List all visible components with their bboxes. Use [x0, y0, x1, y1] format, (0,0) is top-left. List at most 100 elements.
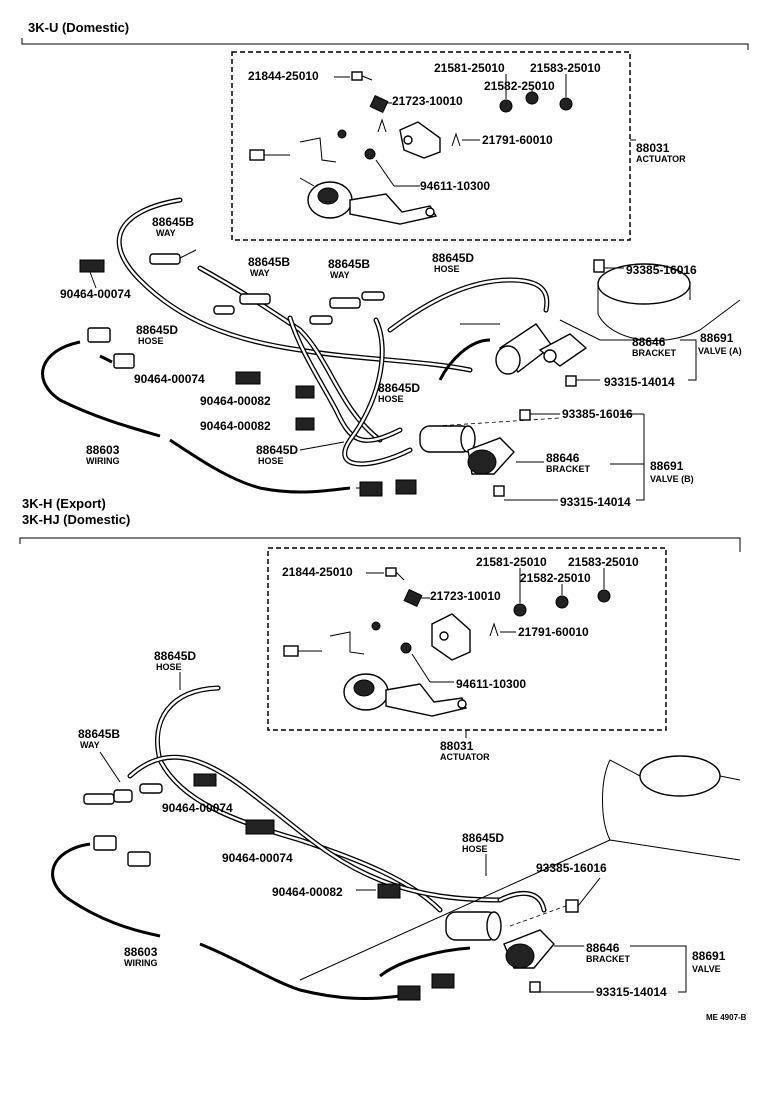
- actuator-number-bottom: 88031: [440, 739, 474, 753]
- part-21583-25010: 21583-25010: [530, 61, 601, 75]
- valve-name-a-top: VALVE (A): [698, 346, 742, 356]
- way-name-bottom: WAY: [80, 740, 100, 750]
- valve-a-icon: [438, 323, 588, 381]
- wiring-harness-bottom: [51, 835, 471, 1001]
- clip-2-top: 90464-00074: [134, 372, 205, 386]
- section-header-3k-h: 3K-H (Export): [22, 496, 106, 511]
- bracket-name-bottom: BRACKET: [586, 954, 631, 964]
- hose-number-3-top: 88645D: [378, 381, 420, 395]
- part-93385-16016-b: 93385-16016: [562, 407, 633, 421]
- bracket-number-a-top: 88646: [632, 335, 666, 349]
- clip-3-top: 90464-00082: [200, 394, 271, 408]
- part-93385-16016-bottom: 93385-16016: [536, 861, 607, 875]
- clip-icon: [377, 118, 461, 147]
- part-93315-14014-b: 93315-14014: [560, 495, 631, 509]
- clip-2-bottom: 90464-00074: [222, 851, 293, 865]
- part-94611-10300-b: 94611-10300: [456, 677, 526, 691]
- screw-icon: [529, 899, 579, 993]
- way-connector-icon: [83, 783, 163, 805]
- hose-lines-top: [116, 197, 550, 467]
- bracket-name-b-top: BRACKET: [546, 464, 591, 474]
- bracket-name-a-top: BRACKET: [632, 348, 677, 358]
- valve-b-icon: [419, 425, 515, 475]
- valve-number-a-top: 88691: [700, 331, 734, 345]
- part-21844-25010: 21844-25010: [248, 69, 319, 83]
- valve-number-bottom: 88691: [692, 949, 726, 963]
- clip-1-bottom: 90464-00074: [162, 801, 233, 815]
- part-21723-10010-b: 21723-10010: [430, 589, 501, 603]
- bolt-icon: [385, 567, 405, 581]
- hose-name-1-bottom: HOSE: [156, 662, 182, 672]
- hose-name-4-top: HOSE: [258, 456, 284, 466]
- section-bracket-top: [21, 38, 749, 50]
- link-bracket-icon: [399, 121, 441, 159]
- actuator-diaphragm-icon: [299, 177, 438, 225]
- way-number-2-top: 88645B: [248, 255, 290, 269]
- actuator-box-top: [231, 51, 631, 241]
- part-21791-60010: 21791-60010: [482, 133, 553, 147]
- connector-plug-icon: [87, 327, 417, 497]
- clip-4-top: 90464-00082: [200, 419, 271, 433]
- figure-code: ME 4907-B: [706, 1013, 747, 1022]
- part-21581-25010-b: 21581-25010: [476, 555, 547, 569]
- way-number-bottom: 88645B: [78, 727, 120, 741]
- part-21844-25010-b: 21844-25010: [282, 565, 353, 579]
- actuator-diaphragm-icon: [343, 673, 467, 717]
- nut-icon: [513, 589, 611, 617]
- spring-icon: [369, 94, 389, 114]
- wiring-name-top: WIRING: [86, 456, 120, 466]
- way-name-2-top: WAY: [250, 268, 270, 278]
- section-header-3k-hj: 3K-HJ (Domestic): [22, 512, 130, 527]
- screw-pin-icon: [283, 621, 499, 657]
- screw-icon: [493, 259, 605, 497]
- hose-name-3-top: HOSE: [378, 394, 404, 404]
- way-number-3-top: 88645B: [328, 257, 370, 271]
- bracket-number-b-top: 88646: [546, 451, 580, 465]
- hose-number-2-top: 88645D: [136, 323, 178, 337]
- wiring-number-bottom: 88603: [124, 945, 158, 959]
- carburetor-icon: [602, 755, 741, 861]
- hose-lines-bottom: [127, 685, 547, 913]
- link-bracket-icon: [431, 613, 471, 661]
- section-bracket-bottom: [19, 537, 741, 552]
- part-93315-14014-a: 93315-14014: [604, 375, 675, 389]
- part-21581-25010: 21581-25010: [434, 61, 505, 75]
- hose-number-1-bottom: 88645D: [154, 649, 196, 663]
- hose-name-2-bottom: HOSE: [462, 844, 488, 854]
- part-94611-10300: 94611-10300: [420, 179, 490, 193]
- part-21582-25010: 21582-25010: [484, 79, 555, 93]
- way-connector-icon: [149, 249, 385, 325]
- part-21791-60010-b: 21791-60010: [518, 625, 589, 639]
- bolt-icon: [351, 71, 373, 81]
- screw-pin-icon: [249, 129, 376, 163]
- hose-number-1-top: 88645D: [432, 251, 474, 265]
- valve-name-b-top: VALVE (B): [650, 474, 694, 484]
- valve-icon: [445, 911, 555, 969]
- valve-name-bottom: VALVE: [692, 964, 721, 974]
- hose-number-4-top: 88645D: [256, 443, 298, 457]
- part-93315-14014-bottom: 93315-14014: [596, 985, 667, 999]
- part-21723-10010: 21723-10010: [392, 94, 463, 108]
- part-21583-25010-b: 21583-25010: [568, 555, 639, 569]
- part-21582-25010-b: 21582-25010: [520, 571, 591, 585]
- nut-icon: [499, 91, 573, 113]
- actuator-box-bottom: [267, 547, 667, 731]
- hose-number-2-bottom: 88645D: [462, 831, 504, 845]
- clip-icon: [79, 259, 315, 431]
- bracket-number-bottom: 88646: [586, 941, 620, 955]
- way-number-1-top: 88645B: [152, 215, 194, 229]
- hose-name-2-top: HOSE: [138, 336, 164, 346]
- spring-icon: [403, 588, 423, 608]
- way-name-3-top: WAY: [330, 270, 350, 280]
- way-name-1-top: WAY: [156, 228, 176, 238]
- part-93385-16016-a: 93385-16016: [626, 263, 697, 277]
- clip-1-top: 90464-00074: [60, 287, 131, 301]
- section-header-3k-u: 3K-U (Domestic): [28, 20, 129, 35]
- wiring-name-bottom: WIRING: [124, 958, 158, 968]
- actuator-number-top: 88031: [636, 141, 670, 155]
- wiring-number-top: 88603: [86, 443, 120, 457]
- clip-icon: [193, 773, 401, 899]
- hose-name-1-top: HOSE: [434, 264, 460, 274]
- actuator-name-top: ACTUATOR: [636, 154, 686, 164]
